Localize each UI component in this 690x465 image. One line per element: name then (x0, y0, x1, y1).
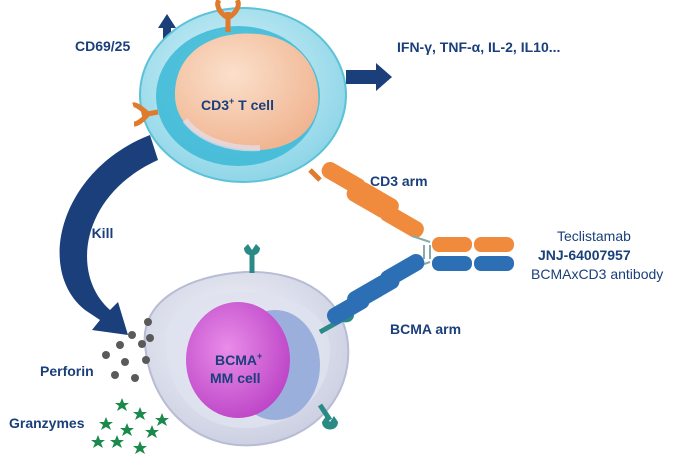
label-tcell: CD3+ T cell (201, 96, 274, 113)
curved-arrow-icon (59, 135, 158, 335)
antibody-fc (411, 235, 514, 271)
label-cd69: CD69/25 (75, 38, 130, 54)
label-mm-sup: + (257, 351, 262, 361)
label-drug-desc: BCMAxCD3 antibody (531, 266, 663, 282)
antibody-cd3-arm (321, 162, 424, 238)
tcell-receptor-top (215, 0, 241, 32)
label-tcell-rest: T cell (234, 97, 274, 113)
label-tcell-main: CD3 (201, 97, 229, 113)
label-bcma-arm: BCMA arm (390, 321, 461, 337)
label-mm-main: BCMA (215, 352, 257, 368)
label-perforin: Perforin (40, 363, 94, 379)
label-mm-line2: MM cell (210, 370, 261, 386)
t-cell (139, 7, 347, 183)
label-cytokines: IFN-γ, TNF-α, IL-2, IL10... (397, 39, 560, 55)
mm-receptor-top (244, 244, 260, 273)
tcell-receptor-bound (308, 168, 322, 182)
mm-cell (143, 270, 350, 447)
right-arrow-icon (346, 63, 392, 91)
tcell-receptor-left (132, 102, 159, 127)
label-drug-name: Teclistamab (557, 228, 631, 244)
label-tcell-sup: + (229, 96, 234, 106)
label-cell-kill: Cell Kill (62, 225, 113, 241)
label-cd3-arm: CD3 arm (370, 173, 428, 189)
label-drug-code: JNJ-64007957 (538, 247, 631, 263)
label-granzymes: Granzymes (9, 415, 85, 431)
label-mm-line1: BCMA+ (215, 351, 262, 368)
mm-receptor-bottom (317, 403, 338, 430)
perforin-dots (102, 318, 154, 382)
granzyme-stars (91, 398, 169, 454)
antibody-bcma-arm (327, 254, 425, 325)
